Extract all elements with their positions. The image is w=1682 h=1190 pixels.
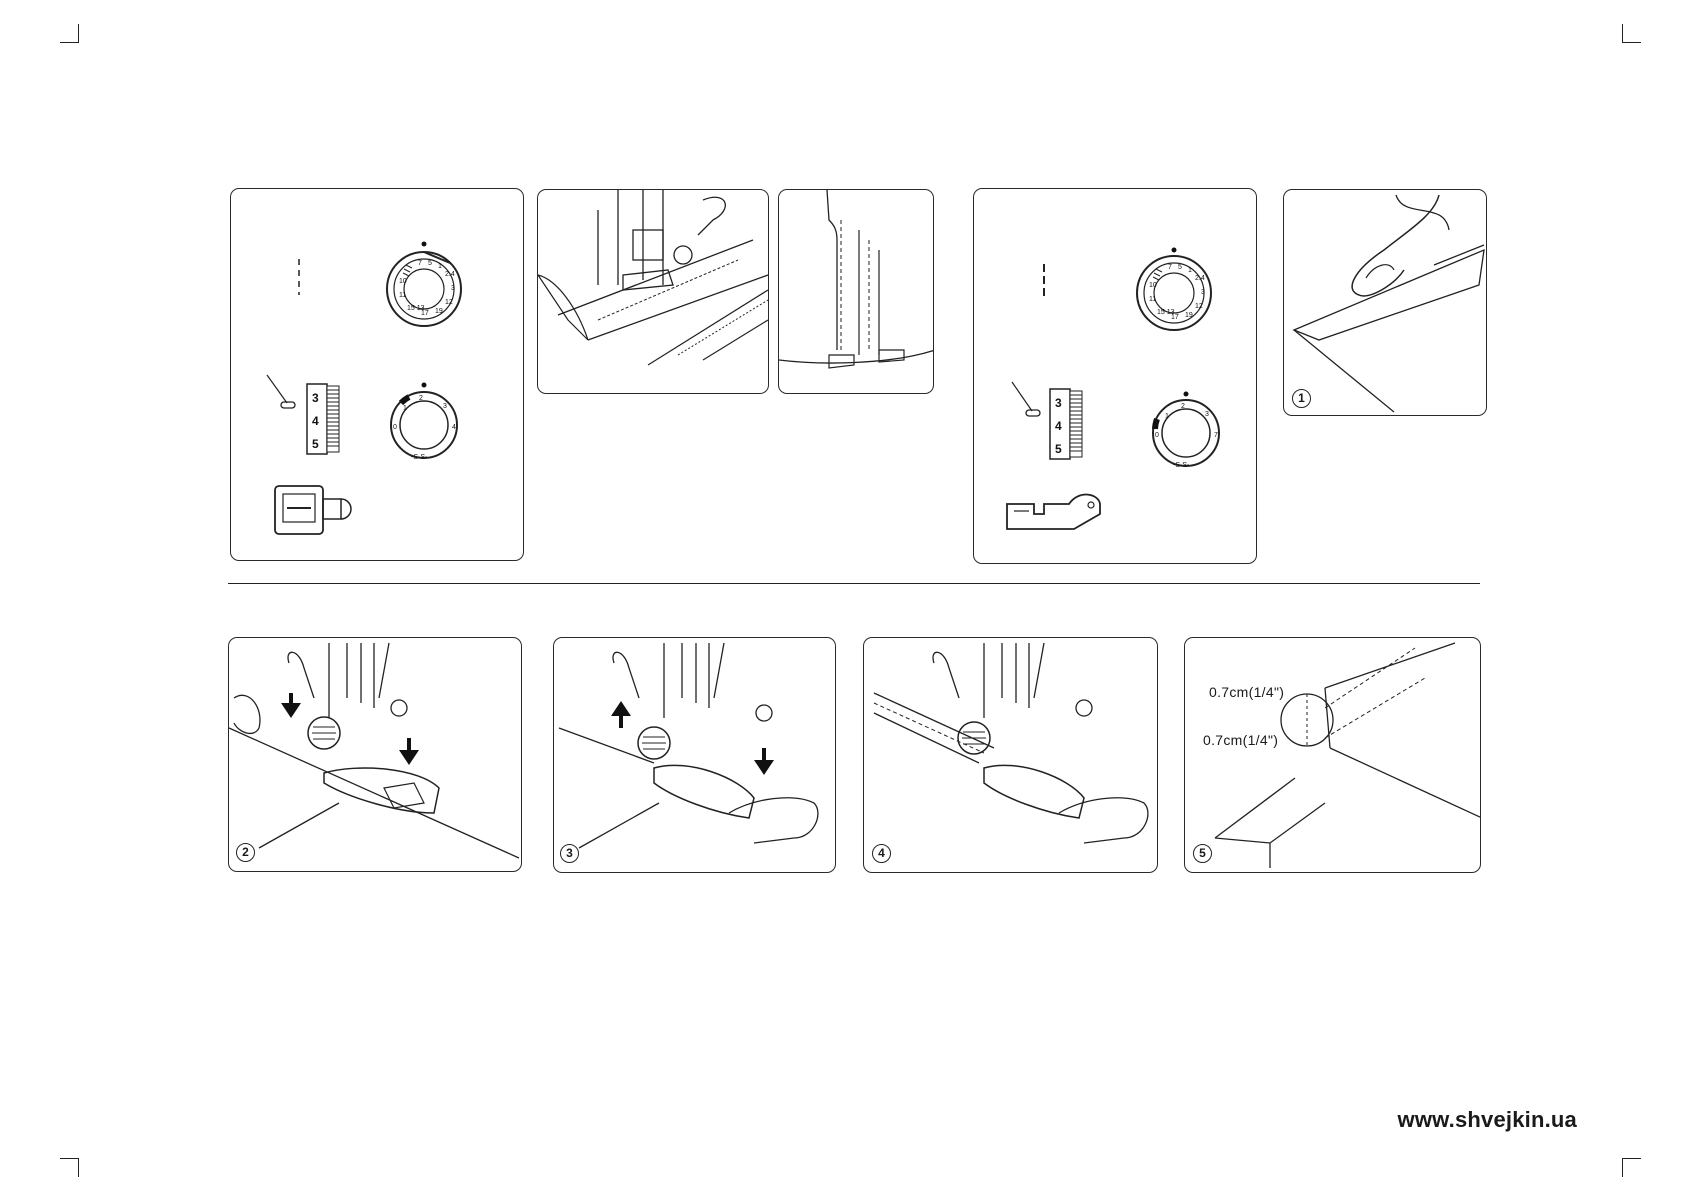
- hem-step-3-panel: 3: [553, 637, 836, 873]
- section-divider: [228, 583, 1480, 584]
- measurement-label-upper: 0.7cm(1/4"): [1209, 684, 1285, 700]
- zipper-sewing-illustration: [537, 189, 769, 394]
- stitch-length-scale-icon: 3 4 5: [1011, 381, 1083, 460]
- crop-mark-top-right: [1622, 24, 1641, 43]
- stitch-width-dial-icon: 2 3 4 0 1 -S-S-: [390, 382, 458, 461]
- svg-text:15 13: 15 13: [1157, 309, 1175, 316]
- svg-text:5: 5: [428, 260, 432, 267]
- scale-number-5: 5: [1055, 442, 1062, 456]
- svg-text:7: 7: [1214, 432, 1218, 439]
- svg-text:17: 17: [421, 310, 429, 317]
- svg-text:3: 3: [443, 403, 447, 410]
- stitch-length-scale-icon: 3 4 5: [266, 374, 340, 455]
- svg-text:0: 0: [1155, 432, 1159, 439]
- svg-text:4: 4: [452, 424, 456, 431]
- svg-text:1: 1: [1165, 413, 1169, 420]
- svg-text:2: 2: [1181, 403, 1185, 410]
- svg-text:3: 3: [451, 285, 455, 292]
- svg-text:7: 7: [1168, 264, 1172, 271]
- svg-text:12: 12: [445, 299, 453, 306]
- hem-step-5-panel: 0.7cm(1/4") 0.7cm(1/4") 5: [1184, 637, 1481, 873]
- scale-number-4: 4: [1055, 419, 1062, 433]
- scale-number-3: 3: [1055, 396, 1062, 410]
- svg-text:2.4: 2.4: [445, 271, 455, 278]
- svg-text:17: 17: [1171, 314, 1179, 321]
- crop-mark-top-left: [60, 24, 79, 43]
- svg-text:5: 5: [1178, 264, 1182, 271]
- svg-text:7: 7: [418, 260, 422, 267]
- svg-text:15 13: 15 13: [407, 305, 425, 312]
- svg-text:0: 0: [393, 424, 397, 431]
- presser-foot-icon: [274, 485, 352, 535]
- crop-mark-bottom-right: [1622, 1158, 1641, 1177]
- svg-text:2: 2: [419, 395, 423, 402]
- step-number-5: 5: [1193, 844, 1212, 863]
- svg-text:11: 11: [399, 292, 406, 299]
- svg-text:1: 1: [1188, 267, 1192, 274]
- crop-mark-bottom-left: [60, 1158, 79, 1177]
- step-number-2: 2: [236, 843, 255, 862]
- scale-number-3: 3: [312, 391, 319, 405]
- svg-text:-S-S-: -S-S-: [1173, 462, 1190, 469]
- hem-step-2-panel: 2: [228, 637, 522, 872]
- step-number-1: 1: [1292, 389, 1311, 408]
- step-number-3: 3: [560, 844, 579, 863]
- finished-zipper-illustration: [778, 189, 934, 394]
- svg-text:3: 3: [1201, 289, 1205, 296]
- svg-text:1: 1: [403, 405, 407, 412]
- svg-text:1: 1: [438, 263, 442, 270]
- scale-number-5: 5: [312, 437, 319, 451]
- svg-text:10: 10: [399, 278, 407, 285]
- svg-text:2.4: 2.4: [1195, 275, 1205, 282]
- hem-step-1-panel: 1: [1283, 189, 1487, 416]
- svg-text:3: 3: [1205, 411, 1209, 418]
- svg-text:10: 10: [1149, 282, 1157, 289]
- svg-text:19: 19: [1185, 312, 1193, 319]
- hemmer-foot-icon: [1006, 493, 1101, 530]
- svg-text:19: 19: [435, 308, 443, 315]
- step-number-4: 4: [872, 844, 891, 863]
- scale-number-4: 4: [312, 414, 319, 428]
- svg-text:-S-S-: -S-S-: [411, 454, 428, 461]
- measurement-label-lower: 0.7cm(1/4"): [1203, 732, 1279, 748]
- hem-step-4-panel: 4: [863, 637, 1158, 873]
- svg-text:11: 11: [1149, 296, 1156, 303]
- footer-website-url[interactable]: www.shvejkin.ua: [1397, 1107, 1577, 1132]
- stitch-width-dial-icon: 2 3 7 0 1 -S-S-: [1152, 391, 1220, 469]
- svg-text:12: 12: [1195, 303, 1203, 310]
